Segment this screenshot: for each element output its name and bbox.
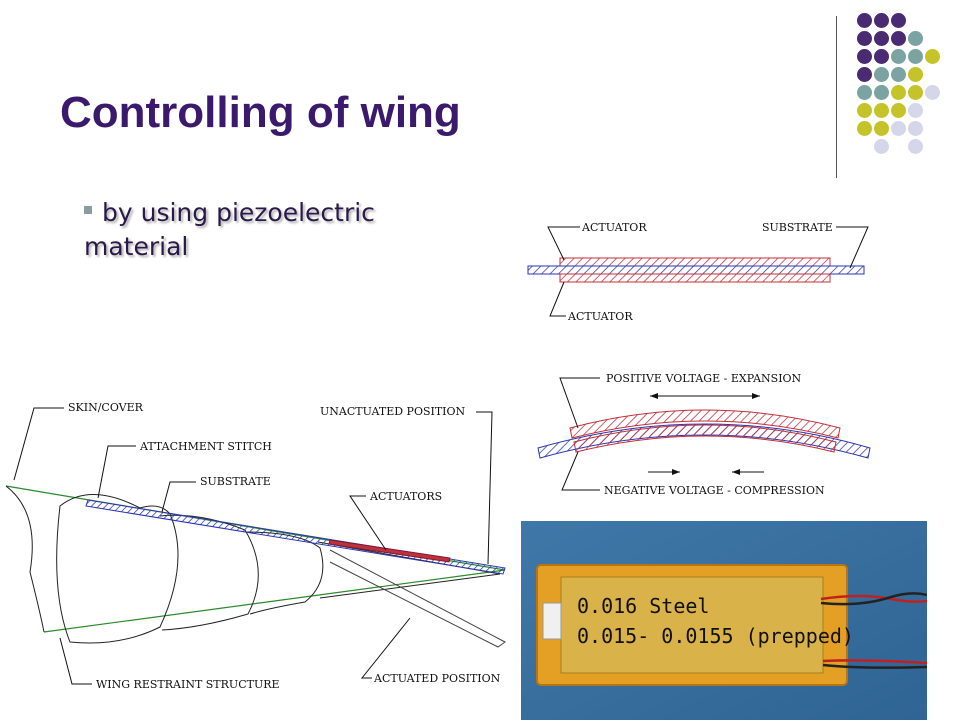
actuator-layer-bottom [559, 273, 831, 283]
leader-line [836, 226, 869, 269]
dot [925, 85, 940, 100]
dot [857, 103, 872, 118]
divider-line [836, 16, 837, 178]
wing-ribs [245, 531, 324, 615]
bending-diagram: POSITIVE VOLTAGE - EXPANSION NEGATIVE VO… [537, 372, 871, 497]
substrate-strip [85, 499, 506, 575]
label-wing-restraint: WING RESTRAINT STRUCTURE [96, 678, 280, 691]
actuator-strip [328, 539, 451, 563]
label-attachment-stitch: ATTACHMENT STITCH [139, 440, 272, 453]
label-actuated-position: ACTUATED POSITION [373, 672, 501, 685]
label-substrate: SUBSTRATE [762, 221, 833, 234]
piezo-patch-photo: 0.016 Steel 0.015- 0.0155 (prepped) [521, 521, 927, 720]
leader-line [59, 637, 92, 685]
wing-ribs [159, 514, 259, 631]
bullet-text: by using piezoelectric material [84, 198, 375, 261]
label-actuators: ACTUATORS [369, 490, 442, 503]
label-positive-voltage: POSITIVE VOLTAGE - EXPANSION [606, 372, 802, 385]
arrowhead [672, 469, 680, 475]
label-negative-voltage: NEGATIVE VOLTAGE - COMPRESSION [604, 484, 825, 497]
arrowhead [650, 393, 658, 399]
dot [891, 49, 906, 64]
bent-actuator-bottom [573, 424, 837, 453]
label-substrate: SUBSTRATE [200, 475, 271, 488]
leader-line [476, 411, 493, 565]
dot [891, 85, 906, 100]
wire-red [820, 594, 927, 603]
leader-line [97, 445, 136, 499]
arrowhead [752, 393, 760, 399]
substrate-layer [527, 265, 865, 275]
bullet-square-icon [84, 206, 92, 214]
dot [908, 49, 923, 64]
patch-inner [560, 576, 824, 674]
dot [908, 121, 923, 136]
dot [891, 67, 906, 82]
dot [908, 31, 923, 46]
dot [857, 31, 872, 46]
handwritten-line-2: 0.015- 0.0155 (prepped) [577, 624, 854, 648]
dot [874, 31, 889, 46]
leader-line [161, 481, 196, 513]
bent-actuator-top [569, 409, 841, 439]
leader-line [561, 451, 600, 491]
dot [908, 85, 923, 100]
dot [908, 103, 923, 118]
dot [874, 67, 889, 82]
label-actuator-top: ACTUATOR [581, 221, 647, 234]
arrowhead [732, 469, 740, 475]
dot [857, 121, 872, 136]
laminate-diagram: ACTUATOR SUBSTRATE ACTUATOR [527, 221, 869, 323]
connector [542, 602, 562, 640]
actuated-position-outline [329, 549, 506, 648]
leader-line [349, 495, 387, 551]
leader-line [13, 407, 64, 481]
bullet-item: by using piezoelectric material [84, 196, 444, 264]
dot [908, 67, 923, 82]
actuator-layer-top [559, 257, 831, 267]
dot [874, 85, 889, 100]
dot [857, 49, 872, 64]
leader-line [360, 617, 411, 679]
wing-ribs [56, 494, 179, 644]
dot [891, 121, 906, 136]
label-skin-cover: SKIN/COVER [68, 401, 144, 414]
wire-black [822, 663, 927, 669]
label-actuator-bottom: ACTUATOR [567, 310, 633, 323]
slide-title: Controlling of wing [60, 88, 461, 137]
dot [857, 67, 872, 82]
label-unactuated-position: UNACTUATED POSITION [320, 405, 466, 418]
dot [925, 49, 940, 64]
wing-outline [5, 485, 45, 633]
leader-line [549, 281, 566, 317]
dot [891, 31, 906, 46]
dot [857, 13, 872, 28]
handwritten-line-1: 0.016 Steel [577, 594, 709, 618]
dot [891, 103, 906, 118]
dot [908, 139, 923, 154]
wire-black [820, 592, 927, 606]
leader-line [559, 377, 600, 429]
dot [874, 103, 889, 118]
wing-diagram: SKIN/COVER ATTACHMENT STITCH SUBSTRATE U… [5, 401, 506, 691]
dot [874, 49, 889, 64]
dot [874, 139, 889, 154]
dot [874, 13, 889, 28]
dot [874, 121, 889, 136]
dot [857, 85, 872, 100]
dot [891, 13, 906, 28]
wire-red [822, 659, 927, 665]
leader-line [547, 226, 580, 261]
